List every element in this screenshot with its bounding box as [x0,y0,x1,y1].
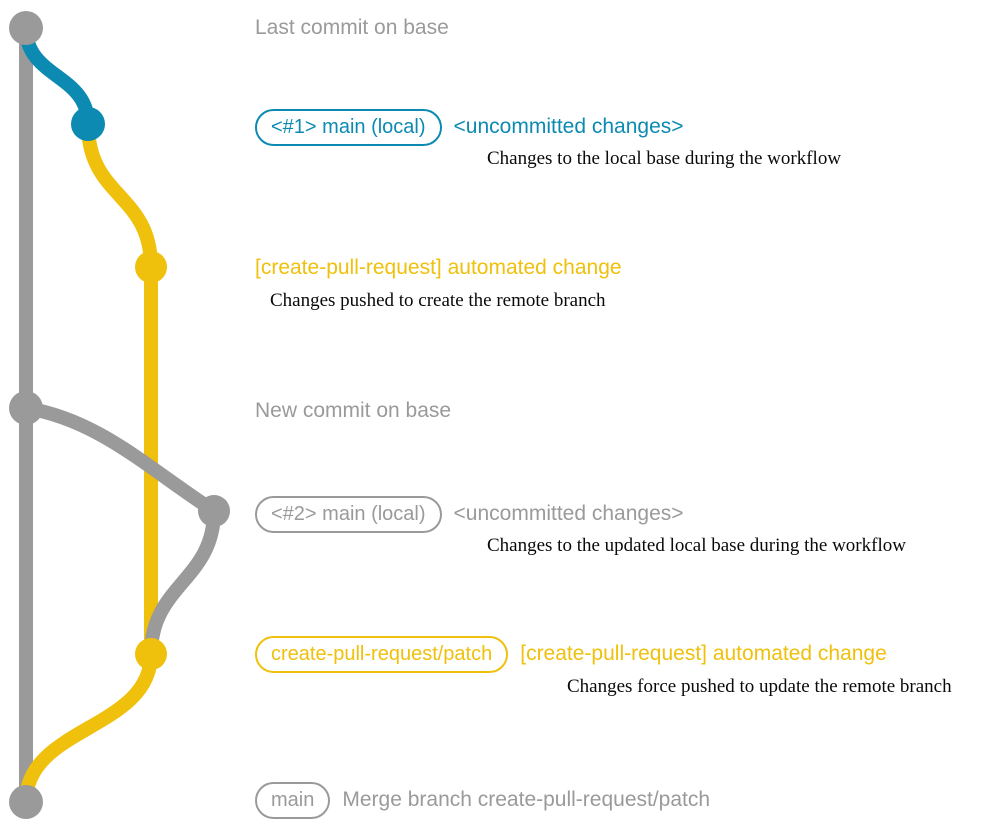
commit-row-base-head: Last commit on base [255,15,449,41]
ref-badge-main-local-2[interactable]: <#2> main (local) [255,496,442,533]
commit-note-local-2: Changes to the updated local base during… [487,535,906,556]
commit-row-base-new: New commit on base [255,398,451,424]
commit-subject-local-1: <uncommitted changes> [453,115,684,138]
edge-local2-to-patch2 [144,504,221,661]
graph-edges [19,21,221,809]
commit-subject-base-head: Last commit on base [255,16,449,39]
commit-note-local-1: Changes to the local base during the wor… [487,148,842,169]
commit-subject-patch-1: [create-pull-request] automated change [255,256,622,279]
commit-subject-local-2: <uncommitted changes> [453,502,684,525]
commit-node-local-1[interactable] [71,107,105,141]
commit-subject-merge: Merge branch create-pull-request/patch [342,788,711,811]
edge-base-to-local1 [19,21,95,131]
commit-node-patch-2[interactable] [135,638,167,670]
commit-row-patch-2: create-pull-request/patch [create-pull-r… [255,636,887,673]
commit-row-patch-1: [create-pull-request] automated change [255,255,622,281]
graph-nodes [9,11,230,819]
edge-patch2-to-merge [19,647,158,809]
commit-row-merge: main Merge branch create-pull-request/pa… [255,782,710,819]
commit-note-patch-2: Changes force pushed to update the remot… [567,676,952,697]
commit-subject-patch-2: [create-pull-request] automated change [520,642,887,665]
commit-node-local-2[interactable] [198,495,230,527]
commit-node-merge[interactable] [9,785,43,819]
ref-badge-main[interactable]: main [255,782,331,819]
commit-row-local-1: <#1> main (local) <uncommitted changes> [255,109,684,146]
edge-local1-to-patch1 [81,117,158,274]
edge-base-to-local2 [19,401,221,518]
ref-badge-create-pull-request-patch[interactable]: create-pull-request/patch [255,636,509,673]
commit-node-base-new[interactable] [9,391,43,425]
commit-node-base-head[interactable] [9,11,43,45]
commit-node-patch-1[interactable] [135,251,167,283]
commit-note-patch-1: Changes pushed to create the remote bran… [270,290,606,311]
ref-badge-main-local-1[interactable]: <#1> main (local) [255,109,442,146]
commit-subject-base-new: New commit on base [255,399,452,422]
commit-row-local-2: <#2> main (local) <uncommitted changes> [255,496,684,533]
